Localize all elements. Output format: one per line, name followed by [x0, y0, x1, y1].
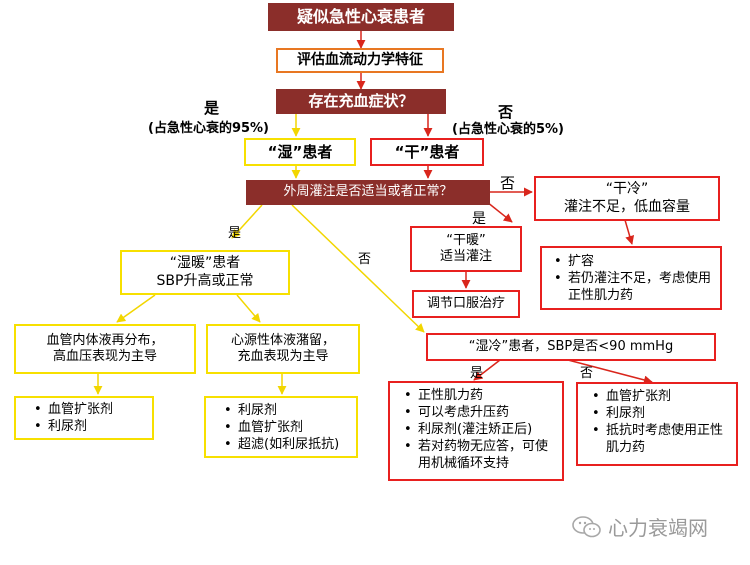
arrow-perfusion-drywarm: [486, 201, 513, 223]
perfusion-question-box: 外周灌注是否适当或者正常？: [246, 180, 490, 205]
cardiac-retention-box: 心源性体液潴留， 充血表现为主导: [206, 324, 360, 374]
suspected-acute-hf-text: 疑似急性心衰患者: [296, 7, 425, 26]
dry-patient-text: “干”患者: [394, 142, 460, 161]
arrow-wetcold-no: [567, 359, 653, 385]
cardiac-retention-line1: 心源性体液潴留，: [230, 332, 335, 348]
list-item: 血管扩张剂: [592, 388, 732, 405]
vascular-treatment-list: 血管扩张剂 利尿剂: [30, 401, 113, 435]
yes-percent-label: (占急性心衰的95%): [148, 121, 269, 136]
yes-label-wetcold: 是: [470, 366, 484, 381]
arrow-perfusion-wetcold: [291, 204, 425, 333]
list-item: 利尿剂: [592, 405, 732, 422]
list-item: 抵抗时考虑使用正性肌力药: [592, 422, 732, 456]
wet-cold-no-treatment-box: 血管扩张剂 利尿剂 抵抗时考虑使用正性肌力药: [576, 382, 738, 466]
list-item: 若仍灌注不足，考虑使用正性肌力药: [554, 270, 714, 304]
assess-hemodynamics-text: 评估血流动力学特征: [297, 51, 423, 68]
dry-cold-desc: 灌注不足，低血容量: [564, 198, 690, 215]
vascular-redistribution-line2: 高血压表现为主导: [52, 349, 157, 364]
dry-warm-desc: 适当灌注: [439, 249, 492, 264]
suspected-acute-hf-box: 疑似急性心衰患者: [268, 3, 454, 31]
dry-patient-box: “干”患者: [370, 138, 484, 166]
no-label-wetcold-branch: 否: [580, 366, 594, 381]
no-label-wetcold: 否: [358, 252, 372, 267]
list-item: 血管扩张剂: [224, 419, 339, 436]
dry-warm-title: “干暖”: [446, 232, 486, 248]
cardiac-treatment-list: 利尿剂 血管扩张剂 超滤(如利尿抵抗): [220, 402, 339, 453]
wet-warm-desc: SBP升高或正常: [156, 272, 254, 289]
list-item: 血管扩张剂: [34, 401, 113, 418]
cardiac-treatment-box: 利尿剂 血管扩张剂 超滤(如利尿抵抗): [204, 396, 358, 458]
arrow-perfusion-wetwarm: [231, 204, 263, 239]
wet-cold-no-treatment-list: 血管扩张剂 利尿剂 抵抗时考虑使用正性肌力药: [588, 388, 732, 456]
dry-warm-box: “干暖” 适当灌注: [410, 226, 522, 272]
adjust-oral-text: 调节口服治疗: [426, 295, 505, 311]
list-item: 可以考虑升压药: [404, 404, 558, 421]
yes-label-perfusion: 是: [472, 211, 486, 227]
wet-patient-text: “湿”患者: [267, 142, 333, 161]
list-item: 正性肌力药: [404, 387, 558, 404]
arrow-wetwarm-vascular: [116, 294, 156, 323]
yes-label-wetwarm: 是: [228, 226, 242, 241]
wet-warm-title: “湿暖”患者: [169, 255, 241, 271]
wet-warm-box: “湿暖”患者 SBP升高或正常: [120, 250, 290, 295]
adjust-oral-box: 调节口服治疗: [412, 290, 520, 318]
cardiac-retention-line2: 充血表现为主导: [237, 349, 329, 364]
wet-cold-box: “湿冷”患者，SBP是否<90 mmHg: [426, 333, 716, 361]
vascular-redistribution-line1: 血管内体液再分布，: [46, 332, 164, 348]
no-label-perfusion: 否: [500, 174, 516, 192]
congestion-question-box: 存在充血症状？: [276, 89, 446, 114]
perfusion-question-text: 外周灌注是否适当或者正常？: [283, 184, 453, 200]
wet-patient-box: “湿”患者: [244, 138, 356, 166]
list-item: 利尿剂: [224, 402, 339, 419]
list-item: 超滤(如利尿抵抗): [224, 436, 339, 453]
wechat-icon: [572, 515, 601, 537]
wet-cold-yes-treatment-box: 正性肌力药 可以考虑升压药 利尿剂(灌注矫正后) 若对药物无应答，可使用机械循环…: [388, 381, 564, 481]
vascular-treatment-box: 血管扩张剂 利尿剂: [14, 396, 154, 440]
dry-cold-box: “干冷” 灌注不足，低血容量: [534, 176, 720, 221]
list-item: 若对药物无应答，可使用机械循环支持: [404, 438, 558, 472]
wet-cold-yes-treatment-list: 正性肌力药 可以考虑升压药 利尿剂(灌注矫正后) 若对药物无应答，可使用机械循环…: [400, 387, 558, 472]
list-item: 利尿剂(灌注矫正后): [404, 421, 558, 438]
watermark: 心力衰竭网: [572, 512, 708, 541]
congestion-question-text: 存在充血症状？: [308, 92, 414, 111]
assess-hemodynamics-box: 评估血流动力学特征: [276, 48, 444, 73]
list-item: 扩容: [554, 253, 714, 270]
vascular-redistribution-box: 血管内体液再分布， 高血压表现为主导: [14, 324, 196, 374]
dry-cold-treatment-box: 扩容 若仍灌注不足，考虑使用正性肌力药: [540, 246, 722, 310]
arrow-wetcold-yes: [473, 359, 501, 381]
dry-cold-treatment-list: 扩容 若仍灌注不足，考虑使用正性肌力药: [550, 253, 714, 304]
arrow-drycold-list: [624, 219, 635, 245]
list-item: 利尿剂: [34, 418, 113, 435]
wet-cold-text: “湿冷”患者，SBP是否<90 mmHg: [468, 338, 674, 354]
no-percent-label: (占急性心衰的5%): [452, 122, 564, 137]
watermark-text: 心力衰竭网: [608, 516, 708, 540]
dry-cold-title: “干冷”: [605, 181, 649, 197]
yes-label-top: 是: [204, 99, 220, 117]
no-label-top: 否: [498, 103, 514, 121]
arrow-wetwarm-cardiac: [236, 294, 261, 323]
